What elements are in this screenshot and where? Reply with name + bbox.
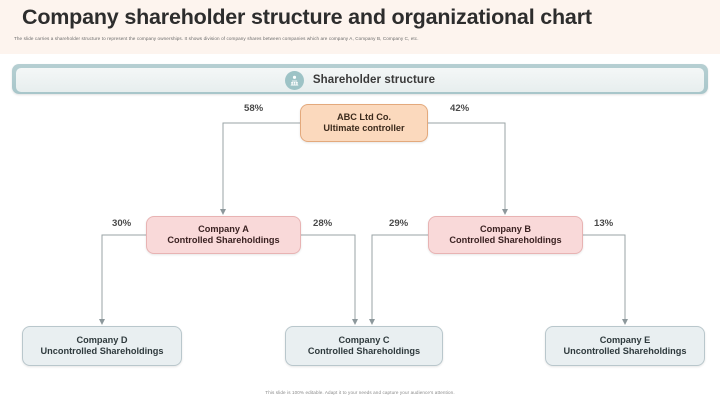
edge-label-b-to-c: 29% [389, 218, 409, 229]
node-company-c[interactable]: Company C Controlled Shareholdings [285, 326, 443, 366]
edge-label-a-to-d: 30% [112, 218, 132, 229]
node-company-c-line1: Company C [338, 334, 390, 345]
edge-label-root-to-a: 58% [244, 103, 264, 114]
node-abc-line2: Ultimate controller [323, 123, 405, 133]
node-company-b-line1: Company B [479, 223, 532, 234]
node-company-a-line2: Controlled Shareholdings [167, 235, 280, 245]
org-chart: ABC Ltd Co. Ultimate controller Company … [0, 96, 720, 388]
node-abc-line1: ABC Ltd Co. [336, 111, 392, 122]
group-people-icon [284, 70, 304, 90]
node-company-e-line1: Company E [599, 334, 651, 345]
edge-label-b-to-e: 13% [594, 218, 614, 229]
node-company-c-line2: Controlled Shareholdings [307, 346, 421, 356]
node-company-d-line2: Uncontrolled Shareholdings [40, 346, 164, 356]
edge-label-root-to-b: 42% [450, 103, 470, 114]
node-company-e[interactable]: Company E Uncontrolled Shareholdings [545, 326, 705, 366]
edge-label-a-to-c: 28% [313, 218, 333, 229]
node-company-a[interactable]: Company A Controlled Shareholdings [146, 216, 301, 254]
section-banner: Shareholder structure [12, 64, 708, 94]
node-company-e-line2: Uncontrolled Shareholdings [563, 346, 687, 356]
node-company-a-line1: Company A [198, 223, 249, 234]
header-band: Company shareholder structure and organi… [0, 0, 720, 54]
section-banner-inner: Shareholder structure [16, 68, 704, 92]
connector-lines [99, 122, 628, 325]
section-banner-title: Shareholder structure [312, 74, 436, 86]
page-title: Company shareholder structure and organi… [22, 5, 592, 29]
node-company-b[interactable]: Company B Controlled Shareholdings [428, 216, 583, 254]
page-subtitle: The slide carries a shareholder structur… [14, 36, 419, 41]
node-company-d[interactable]: Company D Uncontrolled Shareholdings [22, 326, 182, 366]
footer-note: This slide is 100% editable. Adapt it to… [265, 390, 455, 395]
node-abc-ltd-co[interactable]: ABC Ltd Co. Ultimate controller [300, 104, 428, 142]
node-company-b-line2: Controlled Shareholdings [449, 235, 562, 245]
node-company-d-line1: Company D [76, 334, 128, 345]
